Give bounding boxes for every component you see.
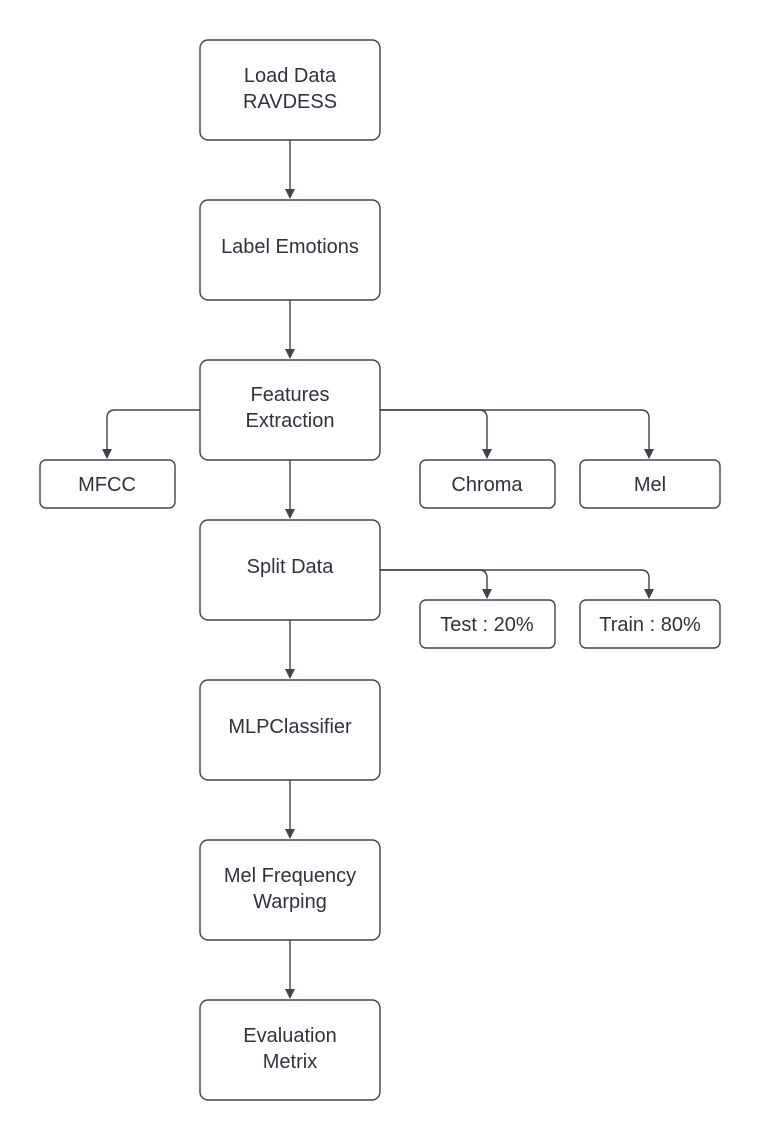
node-evaluation-metrix-line-2: Metrix — [263, 1051, 317, 1073]
node-chroma-label: Chroma — [451, 474, 523, 496]
node-test-label: Test : 20% — [440, 614, 534, 636]
node-mel-label: Mel — [634, 474, 666, 496]
node-split-data: Split Data — [199, 519, 381, 621]
node-label-emotions-label: Label Emotions — [221, 236, 359, 258]
node-mfcc-label: MFCC — [78, 474, 136, 496]
node-features-extraction-line-2: Extraction — [246, 410, 335, 432]
node-label-emotions: Label Emotions — [199, 199, 381, 301]
edge-split-data-to-test — [380, 569, 492, 599]
node-mlp-classifier-label: MLPClassifier — [228, 716, 352, 738]
node-test: Test : 20% — [419, 599, 556, 649]
node-train-label: Train : 80% — [599, 614, 701, 636]
node-mel-frequency-warping-line-2: Warping — [253, 891, 327, 913]
node-mel: Mel — [579, 459, 721, 509]
node-chroma: Chroma — [419, 459, 556, 509]
node-mfcc: MFCC — [39, 459, 176, 509]
node-mlp-classifier: MLPClassifier — [199, 679, 381, 781]
node-evaluation-metrix-line-1: Evaluation — [243, 1025, 336, 1047]
node-split-data-label: Split Data — [247, 556, 335, 578]
node-load-data: Load Data RAVDESS — [199, 39, 381, 141]
edge-split-data-to-train — [380, 569, 654, 599]
node-mel-frequency-warping: Mel Frequency Warping — [199, 839, 381, 941]
node-features-extraction: Features Extraction — [199, 359, 381, 461]
edge-features-extraction-to-mfcc — [102, 409, 200, 459]
edge-features-extraction-to-mel — [380, 409, 654, 459]
edge-features-extraction-to-chroma — [380, 409, 492, 459]
node-mel-frequency-warping-line-1: Mel Frequency — [224, 865, 356, 887]
node-evaluation-metrix: Evaluation Metrix — [199, 999, 381, 1101]
node-features-extraction-line-1: Features — [251, 384, 330, 406]
node-load-data-line-1: Load Data — [244, 65, 337, 87]
node-train: Train : 80% — [579, 599, 721, 649]
node-load-data-line-2: RAVDESS — [243, 91, 337, 113]
